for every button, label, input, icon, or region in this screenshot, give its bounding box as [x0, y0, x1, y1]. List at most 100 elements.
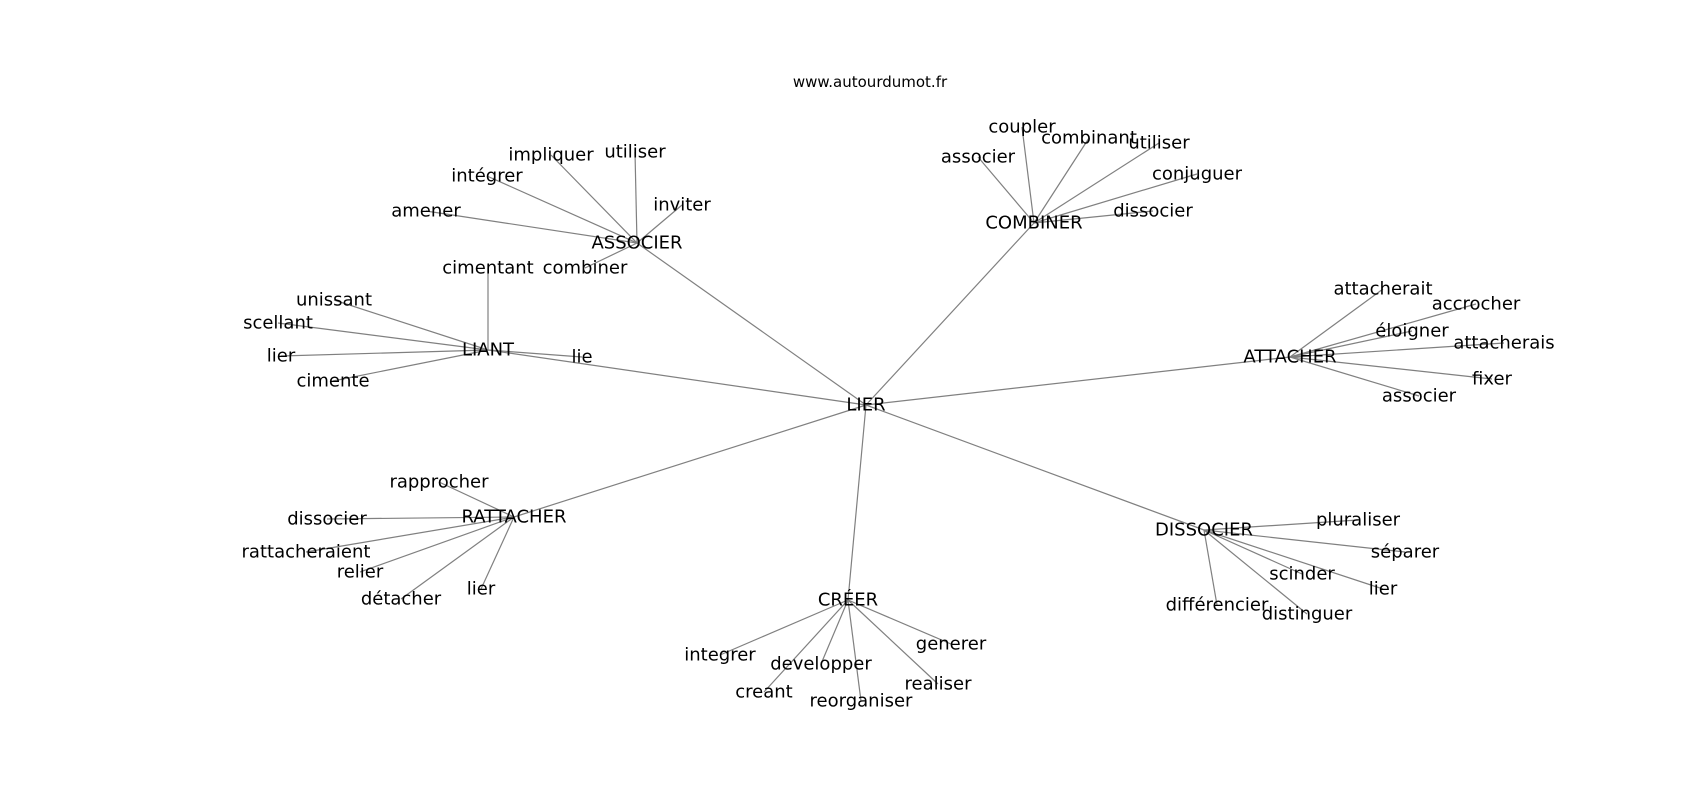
leaf-node: accrocher	[1432, 294, 1521, 315]
edge-hub-to-leaf	[438, 481, 515, 518]
edge-hub-to-leaf	[1203, 529, 1406, 553]
edge-hub-to-leaf	[847, 599, 952, 645]
edge-hub-to-leaf	[359, 516, 515, 573]
leaf-node: conjuguer	[1152, 164, 1243, 185]
leaf-node: fixer	[1472, 369, 1513, 390]
leaf-node: détacher	[361, 589, 442, 610]
leaf-node: combiner	[543, 258, 628, 279]
edge-hub-to-leaf	[277, 322, 489, 351]
edge-root-to-hub	[865, 404, 1205, 531]
edge-root-to-hub	[865, 222, 1035, 406]
leaf-node: cimentant	[442, 258, 533, 279]
hub-node: DISSOCIER	[1155, 520, 1253, 541]
leaf-node: creant	[735, 682, 792, 703]
edge-root-to-hub	[865, 356, 1291, 406]
hub-node: ATTACHER	[1243, 347, 1336, 368]
leaf-node: relier	[337, 562, 384, 583]
leaf-node: coupler	[988, 117, 1056, 138]
edge-root-to-hub	[636, 242, 867, 406]
hub-node: COMBINER	[985, 213, 1082, 234]
edge-hub-to-leaf	[480, 516, 515, 590]
leaf-node: séparer	[1371, 542, 1440, 563]
edge-hub-to-leaf	[977, 156, 1035, 224]
leaf-node: utiliser	[1128, 133, 1190, 154]
leaf-node: rattacheraient	[242, 542, 371, 563]
leaf-node: associer	[941, 147, 1016, 168]
edge-root-to-hub	[513, 404, 867, 518]
edge-hub-to-leaf	[1289, 356, 1420, 397]
edge-hub-to-leaf	[550, 154, 638, 244]
leaf-node: generer	[916, 634, 987, 655]
hub-node: CRÉER	[818, 589, 878, 611]
leaf-node: utiliser	[604, 142, 666, 163]
source-label: www.autourdumot.fr	[793, 73, 948, 91]
leaf-node: attacherait	[1333, 279, 1432, 300]
leaf-node: inviter	[653, 195, 711, 216]
leaf-node: reorganiser	[810, 691, 913, 712]
edge-root-to-hub	[487, 349, 867, 406]
edge-hub-to-leaf	[1203, 519, 1359, 531]
edge-hub-to-leaf	[1203, 529, 1384, 590]
leaf-node: dissocier	[287, 509, 367, 530]
leaf-node: éloigner	[1375, 321, 1449, 342]
leaf-node: lier	[267, 346, 296, 367]
leaf-node: pluraliser	[1316, 510, 1401, 531]
edge-hub-to-leaf	[634, 151, 638, 244]
leaf-node: attacherais	[1453, 333, 1554, 354]
edge-hub-to-leaf	[332, 349, 489, 382]
edge-hub-to-leaf	[305, 516, 515, 553]
edge-hub-to-leaf	[1033, 142, 1160, 224]
edge-hub-to-leaf	[487, 349, 583, 358]
edge-hub-to-leaf	[1021, 126, 1035, 224]
leaf-node: unissant	[296, 290, 372, 311]
edge-hub-to-leaf	[1033, 210, 1154, 224]
edge-hub-to-leaf	[763, 599, 849, 693]
edge-hub-to-leaf	[280, 349, 489, 357]
leaf-node: distinguer	[1262, 604, 1353, 625]
leaf-node: combinant	[1041, 128, 1137, 149]
edge-hub-to-leaf	[1289, 288, 1384, 358]
edge-hub-to-leaf	[425, 210, 638, 244]
leaf-node: intégrer	[451, 166, 523, 187]
leaf-node: developper	[770, 654, 872, 675]
hub-node: LIANT	[462, 340, 515, 361]
edge-hub-to-leaf	[1289, 356, 1493, 380]
hub-node: ASSOCIER	[591, 233, 682, 254]
edge-hub-to-leaf	[1289, 330, 1413, 358]
edge-hub-to-leaf	[719, 599, 849, 656]
leaf-node: rapprocher	[389, 472, 489, 493]
hub-node: RATTACHER	[462, 507, 567, 528]
edge-hub-to-leaf	[1033, 137, 1090, 224]
edge-hub-to-leaf	[1203, 529, 1308, 615]
leaf-node: lie	[571, 347, 592, 368]
edge-hub-to-leaf	[1033, 173, 1198, 224]
leaf-node: associer	[1382, 386, 1457, 407]
edges	[277, 126, 1505, 702]
edge-hub-to-leaf	[847, 599, 939, 685]
edge-hub-to-leaf	[326, 516, 515, 520]
edge-root-to-hub	[847, 404, 867, 601]
leaf-node: integrer	[684, 645, 756, 666]
edge-hub-to-leaf	[584, 242, 638, 269]
edge-hub-to-leaf	[636, 204, 683, 244]
root-node: LIER	[846, 395, 885, 416]
leaf-node: différencier	[1166, 595, 1269, 616]
edge-hub-to-leaf	[1203, 529, 1218, 606]
leaf-node: scellant	[243, 313, 313, 334]
edge-hub-to-leaf	[333, 299, 489, 351]
leaf-node: scinder	[1269, 564, 1335, 585]
leaf-node: realiser	[905, 674, 973, 695]
leaf-node: lier	[1369, 579, 1398, 600]
leaf-node: impliquer	[508, 145, 594, 166]
leaf-node: amener	[391, 201, 461, 222]
edge-hub-to-leaf	[400, 516, 515, 600]
labels: LIER ASSOCIER impliquer utiliser intégrer ame…	[242, 117, 1555, 712]
edge-hub-to-leaf	[1289, 303, 1477, 358]
leaf-node: dissocier	[1113, 201, 1193, 222]
edge-hub-to-leaf	[486, 175, 638, 244]
edge-hub-to-leaf	[1203, 529, 1303, 575]
leaf-node: lier	[467, 579, 496, 600]
edge-hub-to-leaf	[847, 599, 862, 702]
edge-hub-to-leaf	[820, 599, 849, 665]
